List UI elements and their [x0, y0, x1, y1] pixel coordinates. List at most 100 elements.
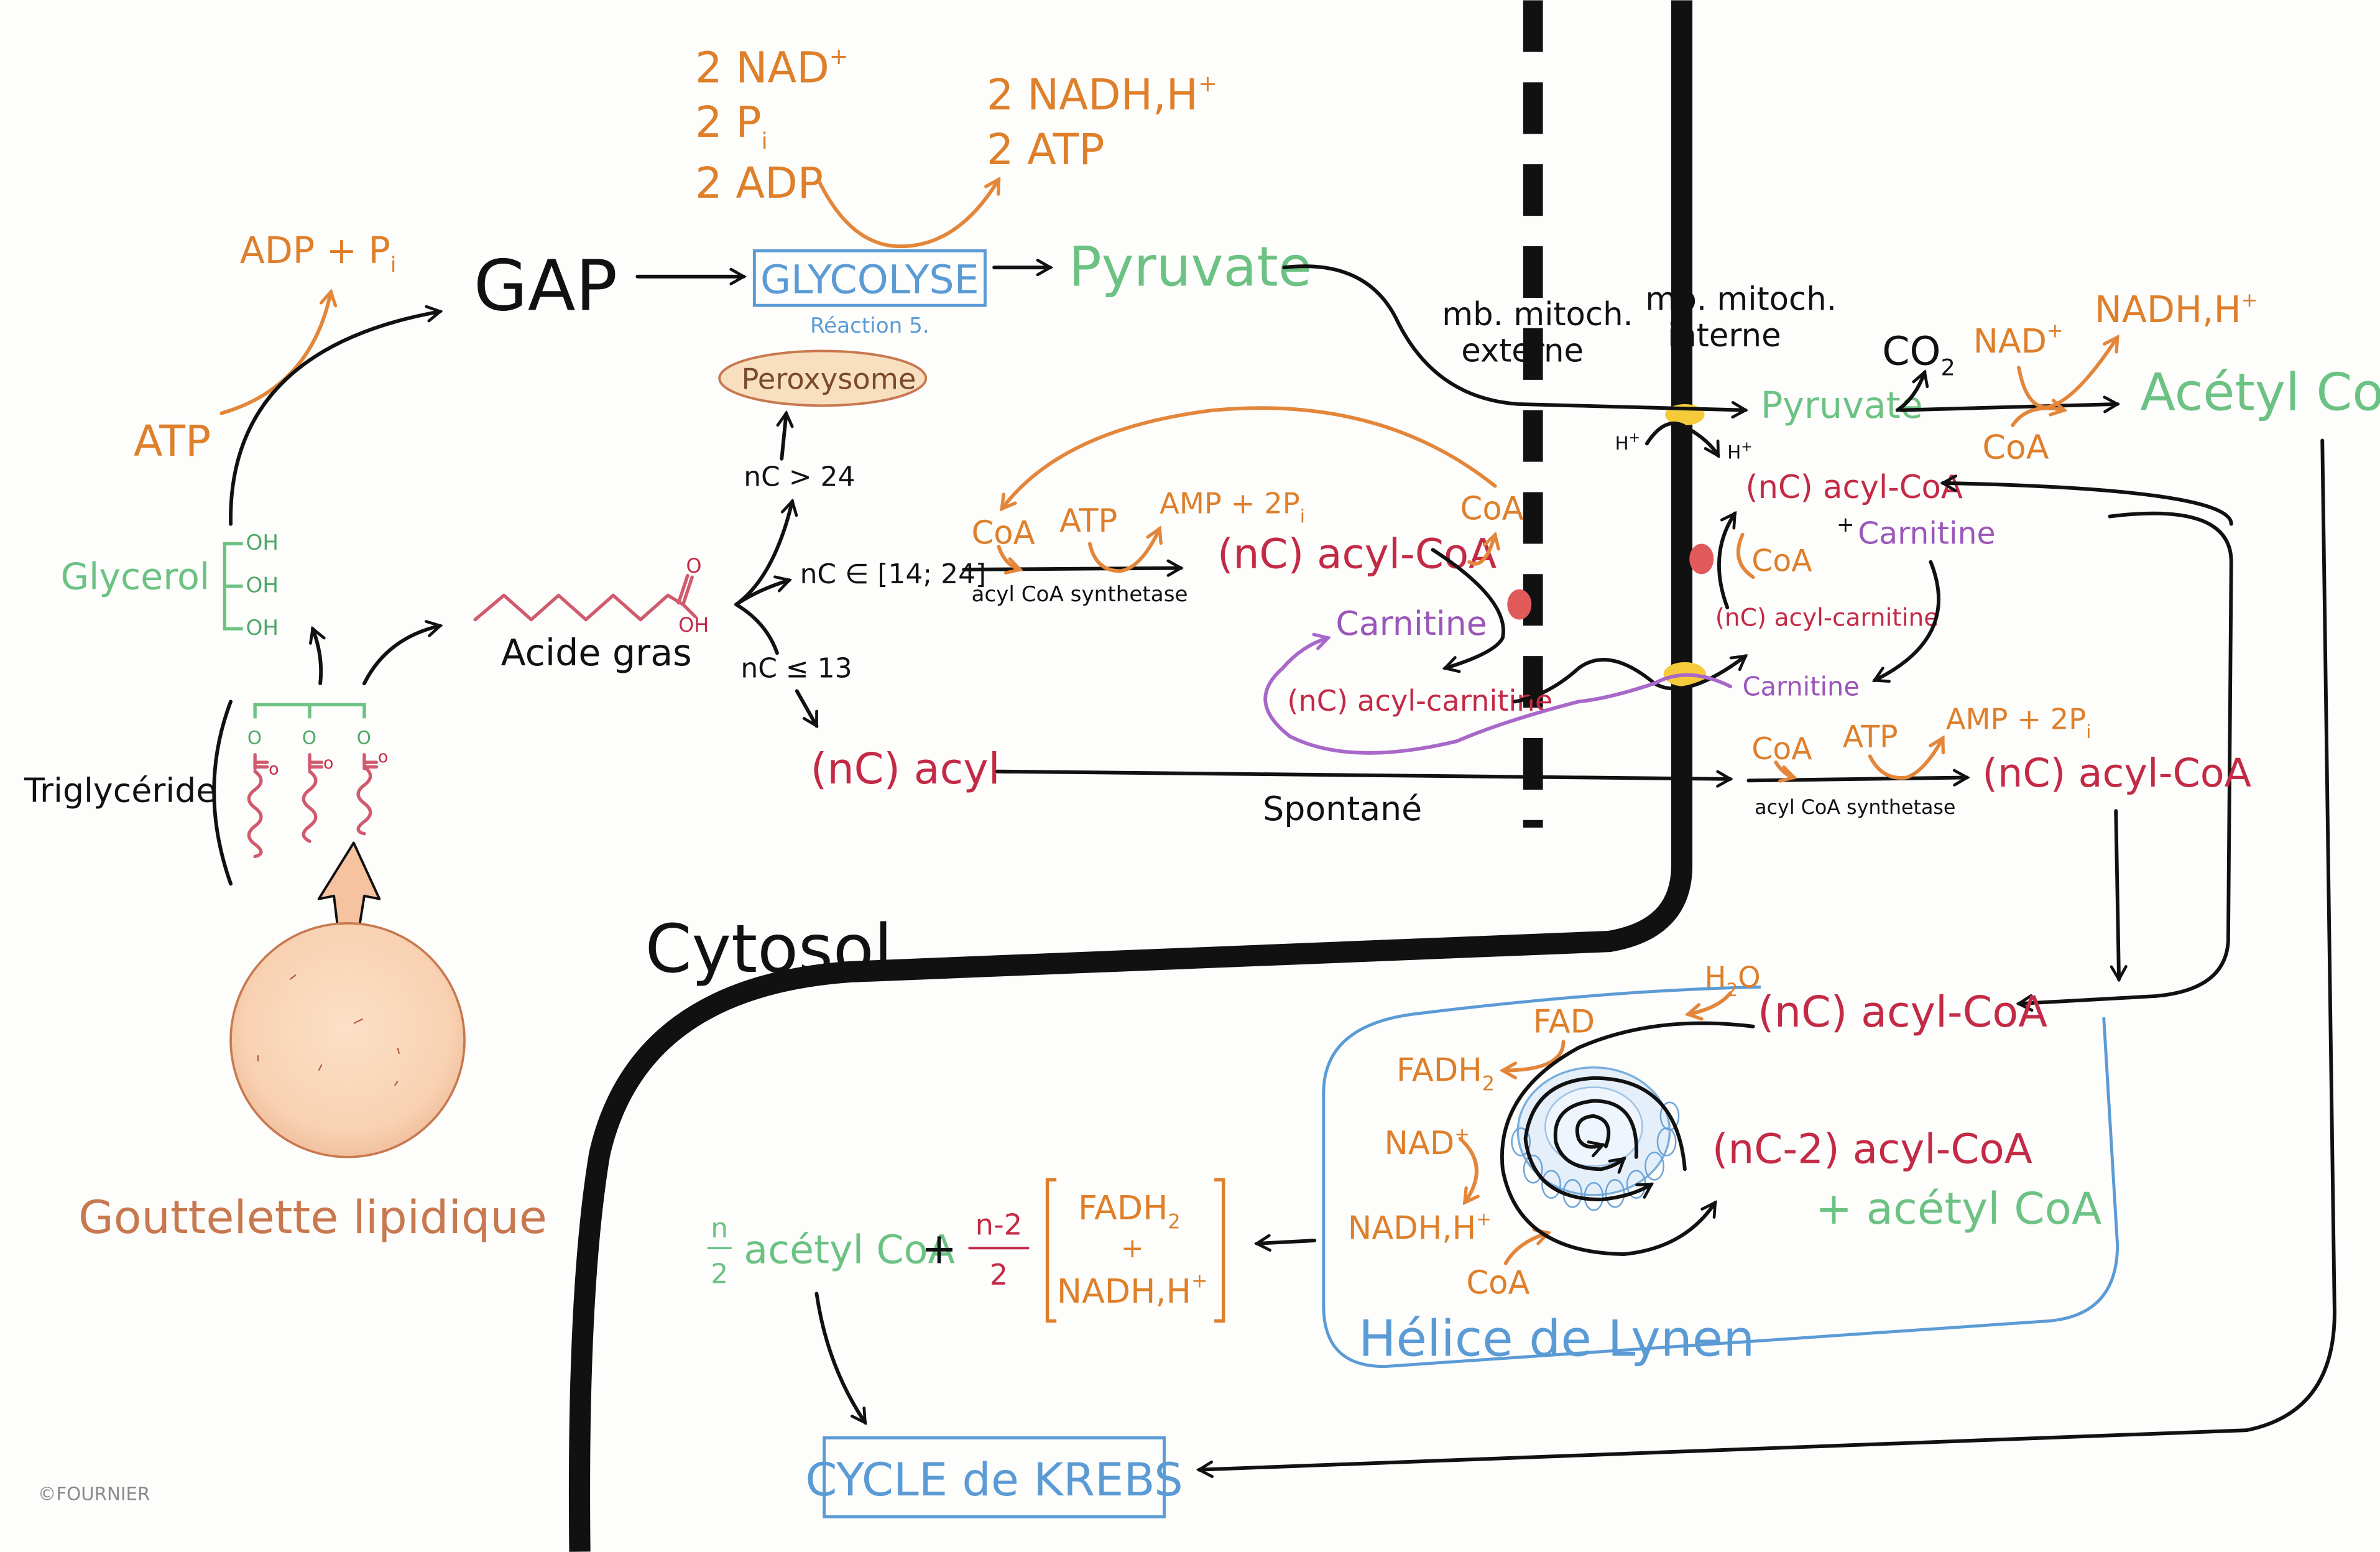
short-acyl-label: (nC) acyl- — [811, 745, 1016, 794]
svg-text:O: O — [302, 728, 316, 749]
svg-text:o: o — [323, 754, 333, 773]
glycolysis-box — [752, 249, 987, 307]
cytosol-coa-label: CoA — [971, 514, 1035, 552]
fraction-n-denominator: 2 — [711, 1258, 728, 1290]
pyruvate-transport-arrow — [1282, 264, 1749, 419]
co2-label: CO2 — [1882, 328, 1955, 381]
to-peroxysome-arrow — [776, 410, 794, 461]
triglyceride-to-glycerol-arrow — [309, 626, 326, 686]
inner-membrane-label-line1: mb. mitoch. — [1645, 281, 1837, 318]
glycerol-kinase-arrow — [219, 289, 338, 415]
fraction-n-numerator: n — [711, 1212, 728, 1244]
lynen-coa-arrow — [1503, 1227, 1552, 1265]
atp-out: 2 ATP — [987, 126, 1105, 175]
glycolysis-cofactors-out: 2 NADH,H+ 2 ATP — [987, 70, 1217, 175]
glycolysis-cofactor-arrow — [818, 177, 1001, 249]
matrix-amp-label: AMP + 2Pi — [1946, 702, 2092, 742]
matrix-pyruvate-label: Pyruvate — [1761, 384, 1923, 427]
glycerol-oh-1: OH — [246, 530, 279, 555]
matrix-atp-arrow — [1868, 735, 1945, 780]
cytosol-acyl-coa-label: (nC) acyl-CoA — [1217, 530, 1497, 578]
lynen-helix-box — [1322, 985, 2119, 1369]
acetyl-coa-label: Acétyl CoA — [2140, 363, 2380, 423]
lynen-nadh-label: NADH,H+ — [1348, 1209, 1492, 1247]
lynen-h2o-label: H2O — [1705, 960, 1761, 1000]
peroxysome-label: Peroxysome — [741, 362, 916, 395]
short-chain-down-arrow — [795, 689, 819, 729]
cytosol-coa-arrow — [997, 545, 1023, 575]
cpt2-coa-label: CoA — [1751, 543, 1812, 578]
summary-equation: n 2 acétyl CoA + n-2 2 FADH2 + NADH,H+ — [707, 1178, 1225, 1323]
matrix-coa-label: CoA — [1751, 731, 1812, 767]
gap-atp-label: ATP — [134, 417, 211, 466]
outer-membrane-label-line1: mb. mitoch. — [1442, 296, 1633, 333]
glycerol-label: Glycerol — [61, 556, 210, 598]
summary-plus: + — [921, 1225, 957, 1274]
matrix-acyl-coa-label: (nC) acyl-CoA — [1746, 469, 1963, 506]
pdh-nadh-label: NADH,H+ — [2095, 289, 2258, 331]
lynen-fad-arrow — [1499, 1040, 1566, 1079]
fraction-n-minus-2-denominator: 2 — [990, 1258, 1008, 1291]
svg-text:OH: OH — [678, 614, 709, 637]
matrix-carnitine-label: Carnitine — [1858, 515, 1995, 551]
matrix-plus: + — [1837, 512, 1855, 537]
pdh-coa-arrow — [2011, 399, 2068, 427]
lipid-droplet-texture — [257, 974, 400, 1086]
glycerol-to-gap-arrow — [229, 305, 443, 526]
svg-text:O: O — [247, 728, 262, 749]
carnitine-return-arrow — [1263, 632, 1733, 755]
cytosol-label: Cytosol — [645, 910, 893, 988]
svg-text:NADH,H+: NADH,H+ — [1057, 1270, 1208, 1311]
krebs-cycle-label: CYCLE de KREBS — [805, 1454, 1183, 1507]
spontaneous-label: Spontané — [1263, 789, 1422, 828]
glycerol-backbone — [223, 542, 243, 630]
co2-release-arrow — [1895, 369, 1929, 412]
carnitine-release-arrow — [1871, 560, 1940, 683]
acyl-carnitine-translocation-arrow — [1513, 654, 1748, 704]
pi-in: 2 Pi — [695, 98, 768, 155]
pdh-coa-label: CoA — [1982, 428, 2049, 467]
h-in-label: H+ — [1615, 430, 1640, 454]
cpt1-coa-label: CoA — [1460, 490, 1524, 527]
acyl-coa-to-lynen-arrow — [2016, 511, 2233, 1012]
glycolysis-label: GLYCOLYSE — [760, 257, 979, 303]
acetyl-to-krebs-arrow — [1196, 438, 2336, 1478]
short-chain-condition: nC ≤ 13 — [740, 652, 852, 684]
adp-in: 2 ADP — [695, 159, 823, 208]
krebs-cycle-box — [823, 1436, 1166, 1518]
cytosol-acyl-carnitine-label: (nC) acyl-carnitine — [1287, 684, 1552, 718]
cytosol-atp-arrow — [1087, 525, 1163, 573]
lynen-fad-label: FAD — [1533, 1004, 1595, 1041]
triglyceride-structure: O O O o o o — [247, 703, 388, 859]
gap-adp-pi-label: ADP + Pi — [240, 229, 397, 278]
matrix-acyl-coa-synthetase-arrow — [1746, 769, 1970, 787]
acyl-coa-feedback-arrow — [1940, 474, 2233, 526]
coa-recycle-arrow — [1000, 406, 1497, 512]
matrix-acyl-carnitine-label: (nC) acyl-carnitine — [1715, 604, 1939, 632]
glycolysis-cofactors-in: 2 NAD+ 2 Pi 2 ADP — [695, 43, 848, 208]
svg-text:+: + — [1121, 1232, 1144, 1264]
proton-symport-arrow — [1644, 421, 1720, 458]
reaction-5-label: Réaction 5. — [810, 313, 929, 338]
summary-acetyl-coa: acétyl CoA — [744, 1227, 955, 1273]
outer-membrane-label-line2: externe — [1461, 333, 1584, 370]
glycerol-oh-3: OH — [246, 616, 279, 640]
cytosol-amp-label: AMP + 2Pi — [1160, 487, 1305, 527]
cytosol-enzyme-label: acyl CoA synthetase — [971, 582, 1188, 607]
medium-chain-branch-arrow — [734, 575, 793, 607]
svg-text:o: o — [378, 747, 388, 767]
peroxysome — [718, 349, 928, 407]
matrix-coa-arrow — [1774, 760, 1797, 783]
cpt2-enzyme — [1689, 543, 1714, 575]
cytosol-carnitine-label: Carnitine — [1335, 604, 1487, 643]
cytosol-pyruvate-label: Pyruvate — [1069, 234, 1312, 298]
matrix-enzyme-label: acyl CoA synthetase — [1755, 797, 1955, 819]
matrix-atp-label: ATP — [1843, 719, 1898, 755]
svg-text:o: o — [269, 760, 279, 779]
cpt1-reaction-arrow — [1431, 548, 1505, 673]
inner-mitochondrial-membrane — [568, 0, 1693, 1552]
cpt1-enzyme — [1507, 589, 1532, 620]
copyright-label: ©FOURNIER — [38, 1484, 150, 1505]
